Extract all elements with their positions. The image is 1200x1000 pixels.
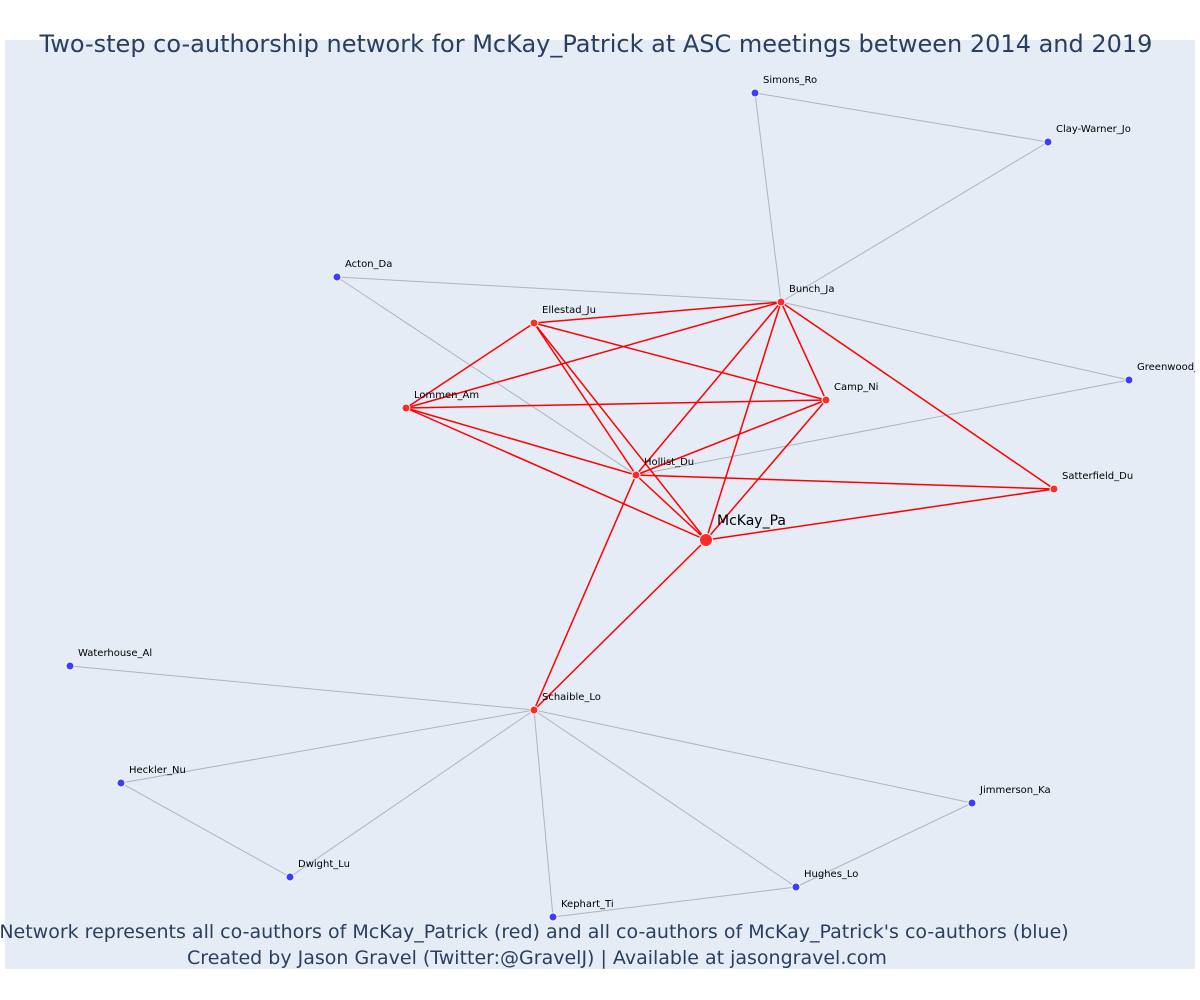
footer-line-1: Network represents all co-authors of McK… (0, 921, 1069, 943)
red-edge-ellestad-ju-hollist-du (533, 322, 637, 476)
footer-line-2: Created by Jason Gravel (Twitter:@Gravel… (187, 947, 887, 969)
plot-background (5, 40, 1195, 969)
gray-edge-simons-ro-bunch-ja (754, 92, 782, 303)
gray-edge-greenwood-hollist-du (635, 379, 1130, 476)
red-edge-ellestad-ju-lommen-am (405, 322, 535, 409)
node-satterfield-du[interactable] (1049, 484, 1059, 494)
gray-edge-clay-warner-jo-bunch-ja (780, 141, 1049, 303)
gray-edge-acton-da-bunch-ja (336, 276, 782, 303)
node-acton-da[interactable] (332, 272, 342, 282)
red-edge-lommen-am-mckay-pa (405, 407, 707, 541)
node-label-waterhouse-al: Waterhouse_Al (78, 648, 152, 659)
red-edge-mckay-pa-schaible-lo (533, 539, 707, 711)
node-label-bunch-ja: Bunch_Ja (789, 284, 834, 295)
gray-edge-heckler-nu-schaible-lo (120, 709, 535, 784)
node-schaible-lo[interactable] (529, 705, 539, 715)
node-label-clay-warner-jo: Clay-Warner_Jo (1056, 124, 1131, 135)
node-label-camp-ni: Camp_Ni (834, 382, 878, 393)
node-ellestad-ju[interactable] (529, 318, 539, 328)
node-bunch-ja[interactable] (776, 297, 786, 307)
node-label-greenwood: Greenwood_ (1137, 362, 1200, 373)
gray-edge-waterhouse-al-schaible-lo (69, 665, 535, 711)
node-label-dwight-lu: Dwight_Lu (298, 859, 350, 870)
node-clay-warner-jo[interactable] (1043, 137, 1053, 147)
red-edge-lommen-am-hollist-du (405, 407, 637, 476)
node-label-acton-da: Acton_Da (345, 259, 392, 270)
node-dwight-lu[interactable] (285, 872, 295, 882)
red-edge-bunch-ja-camp-ni (780, 301, 827, 401)
gray-edge-simons-ro-clay-warner-jo (754, 92, 1049, 143)
gray-edge-jimmerson-ka-schaible-lo (533, 709, 973, 804)
red-edge-hollist-du-schaible-lo (533, 474, 637, 711)
node-mckay-pa[interactable] (699, 533, 713, 547)
node-label-ellestad-ju: Ellestad_Ju (542, 305, 596, 316)
gray-edge-kephart-ti-schaible-lo (533, 709, 554, 918)
node-label-jimmerson-ka: Jimmerson_Ka (979, 785, 1051, 796)
gray-edge-kephart-ti-hughes-lo (552, 886, 797, 918)
node-label-schaible-lo: Schaible_Lo (542, 692, 601, 703)
red-edge-bunch-ja-satterfield-du (780, 301, 1055, 490)
red-edge-ellestad-ju-mckay-pa (533, 322, 707, 541)
red-edge-hollist-du-mckay-pa (635, 474, 707, 541)
node-lommen-am[interactable] (401, 403, 411, 413)
red-edge-camp-ni-mckay-pa (705, 399, 827, 541)
red-edge-hollist-du-satterfield-du (635, 474, 1055, 490)
node-hughes-lo[interactable] (791, 882, 801, 892)
gray-edge-bunch-ja-greenwood (780, 301, 1130, 381)
gray-edge-layer (69, 92, 1130, 918)
red-edge-lommen-am-camp-ni (405, 399, 827, 409)
red-edge-bunch-ja-hollist-du (635, 301, 782, 476)
gray-edge-heckler-nu-dwight-lu (120, 782, 291, 878)
node-hollist-du[interactable] (631, 470, 641, 480)
red-edge-bunch-ja-ellestad-ju (533, 301, 782, 324)
node-label-hollist-du: Hollist_Du (644, 457, 694, 468)
node-label-satterfield-du: Satterfield_Du (1062, 471, 1133, 482)
node-heckler-nu[interactable] (116, 778, 126, 788)
node-label-lommen-am: Lommen_Am (414, 390, 479, 401)
node-simons-ro[interactable] (750, 88, 760, 98)
node-layer (65, 88, 1134, 922)
red-edge-ellestad-ju-camp-ni (533, 322, 827, 401)
node-label-simons-ro: Simons_Ro (763, 75, 817, 86)
node-label-mckay-pa: McKay_Pa (717, 513, 786, 529)
red-edge-camp-ni-hollist-du (635, 399, 827, 476)
gray-edge-dwight-lu-schaible-lo (289, 709, 535, 878)
chart-title: Two-step co-authorship network for McKay… (39, 30, 1153, 58)
node-kephart-ti[interactable] (548, 912, 558, 922)
node-camp-ni[interactable] (821, 395, 831, 405)
red-edge-mckay-pa-satterfield-du (705, 488, 1055, 541)
red-edge-layer (405, 301, 1055, 711)
gray-edge-hughes-lo-schaible-lo (533, 709, 797, 888)
node-jimmerson-ka[interactable] (967, 798, 977, 808)
node-label-kephart-ti: Kephart_Ti (561, 899, 614, 910)
node-label-hughes-lo: Hughes_Lo (804, 869, 858, 880)
gray-edge-acton-da-hollist-du (336, 276, 637, 476)
node-greenwood[interactable] (1124, 375, 1134, 385)
gray-edge-hughes-lo-jimmerson-ka (795, 802, 973, 888)
node-waterhouse-al[interactable] (65, 661, 75, 671)
node-label-heckler-nu: Heckler_Nu (129, 765, 186, 776)
red-edge-bunch-ja-lommen-am (405, 301, 782, 409)
red-edge-bunch-ja-mckay-pa (705, 301, 782, 541)
